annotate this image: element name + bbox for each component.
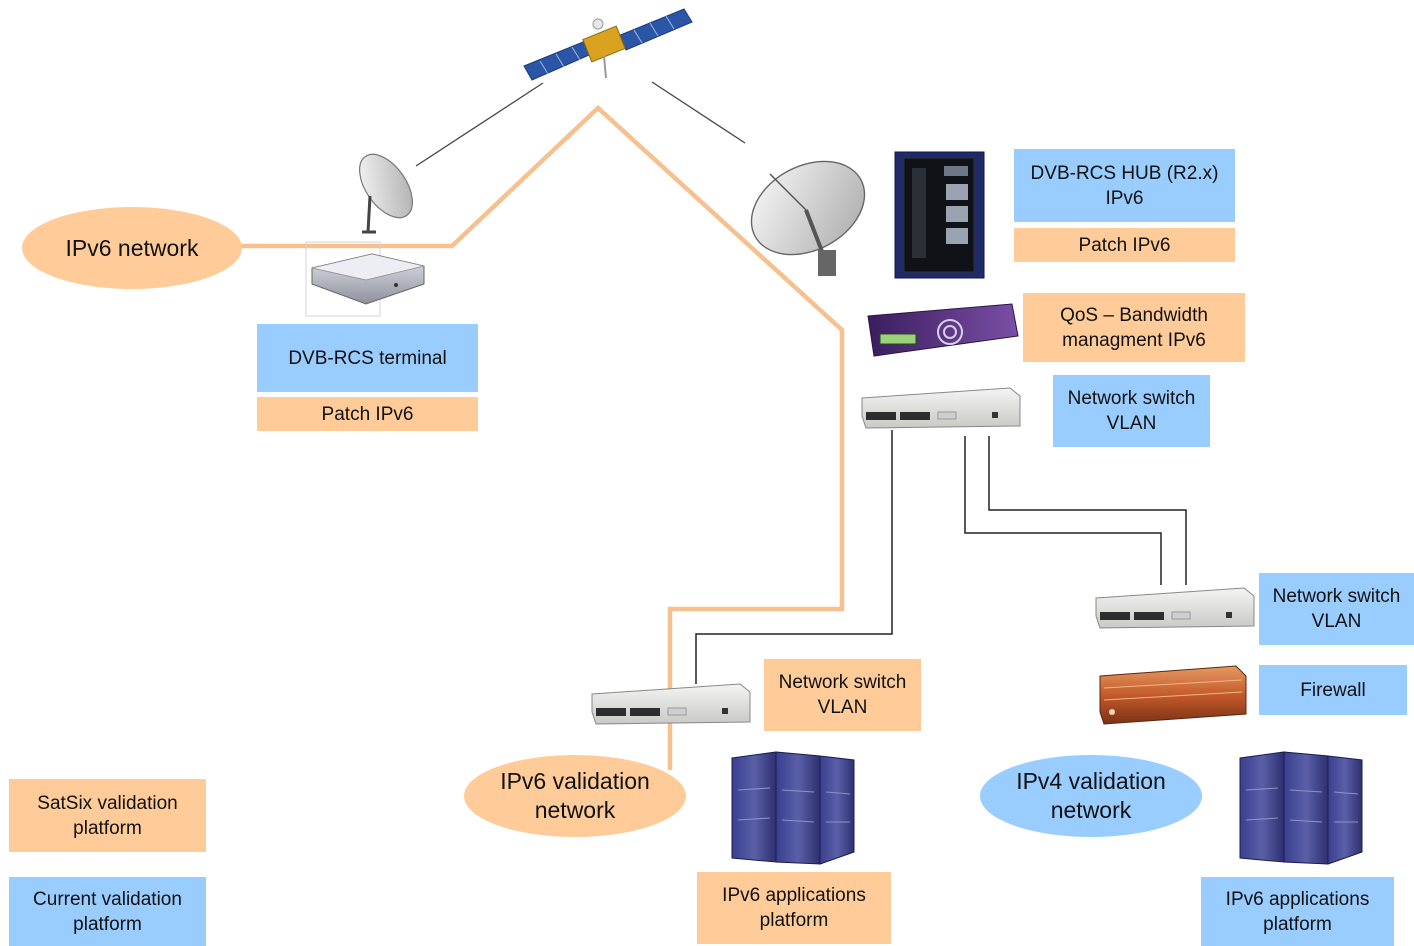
wire-core-to-ipv6-switch (695, 430, 893, 684)
ipv6-apps-right-label: IPv6 applications platform (1201, 877, 1394, 946)
legend-satsix: SatSix validation platform (9, 779, 206, 852)
core-switch-label: Network switch VLAN (1053, 375, 1210, 447)
hub-patch-label: Patch IPv6 (1014, 228, 1235, 262)
firewall-icon (1099, 665, 1247, 725)
qos-label: QoS – Bandwidth managment IPv6 (1023, 293, 1245, 362)
dvb-rcs-hub-label: DVB-RCS HUB (R2.x) IPv6 (1014, 149, 1235, 222)
terminal-patch-label: Patch IPv6 (257, 397, 478, 431)
wire-core-to-ipv4-switch-b (988, 436, 1187, 585)
qos-device-icon (867, 303, 1019, 357)
server-icon (1239, 751, 1363, 865)
ipv6-switch-label: Network switch VLAN (764, 659, 921, 731)
hub-dish-icon (750, 160, 866, 276)
ipv6-validation-network-ellipse: IPv6 validation network (464, 755, 686, 837)
network-switch-icon (591, 683, 751, 725)
satsix-path (240, 104, 845, 770)
firewall-label: Firewall (1259, 665, 1407, 715)
satellite-link-hub (651, 81, 746, 144)
hub-rack-icon (894, 151, 985, 279)
dvb-rcs-terminal-label: DVB-RCS terminal (257, 324, 478, 392)
network-switch-icon (1095, 587, 1255, 629)
network-switch-icon (861, 387, 1021, 429)
server-icon (731, 751, 855, 865)
ipv6-apps-left-label: IPv6 applications platform (697, 872, 891, 944)
ipv6-network-ellipse: IPv6 network (22, 207, 242, 289)
satellite-link-terminal (415, 82, 544, 167)
ipv4-validation-network-ellipse: IPv4 validation network (980, 755, 1202, 837)
ipv4-switch-label: Network switch VLAN (1259, 573, 1414, 645)
satellite-dish-icon (359, 153, 413, 234)
legend-current: Current validation platform (9, 877, 206, 946)
wire-core-to-ipv4-switch-a (964, 436, 1162, 585)
satellite-icon (523, 8, 693, 81)
modem-icon (305, 241, 425, 317)
